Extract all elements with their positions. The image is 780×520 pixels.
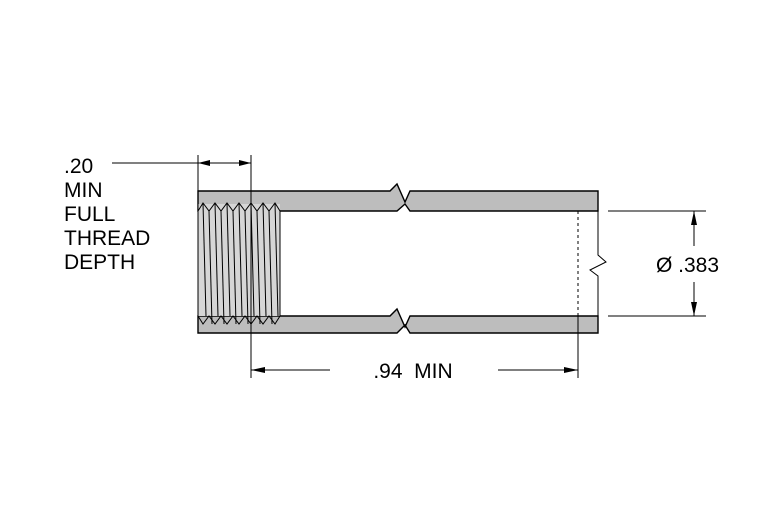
thread-depth-dimension	[112, 155, 252, 320]
thread-callout-line-3: FULL	[64, 203, 115, 226]
diameter-dimension	[608, 210, 706, 317]
right-break-mark	[589, 211, 607, 316]
arrowhead	[691, 211, 697, 225]
thread-callout-line-2: MIN	[64, 179, 103, 202]
arrowhead	[198, 160, 210, 166]
arrowhead	[564, 367, 578, 373]
arrowhead	[691, 302, 697, 316]
thread-bottom-teeth	[197, 315, 281, 325]
top-wall	[197, 182, 599, 212]
thread-callout-line-1: .20	[64, 155, 93, 178]
diameter-dimension-label: Ø .383	[656, 254, 719, 277]
arrowhead	[251, 367, 265, 373]
arrowhead	[239, 160, 251, 166]
length-dimension-label: .94 MIN	[373, 360, 452, 383]
length-dimension	[250, 316, 579, 378]
thread-callout-line-5: DEPTH	[64, 251, 135, 274]
thread-section	[197, 202, 281, 325]
thread-callout-line-4: THREAD	[64, 227, 150, 250]
bottom-wall	[197, 307, 599, 334]
thread-crest-lines	[202, 202, 279, 325]
